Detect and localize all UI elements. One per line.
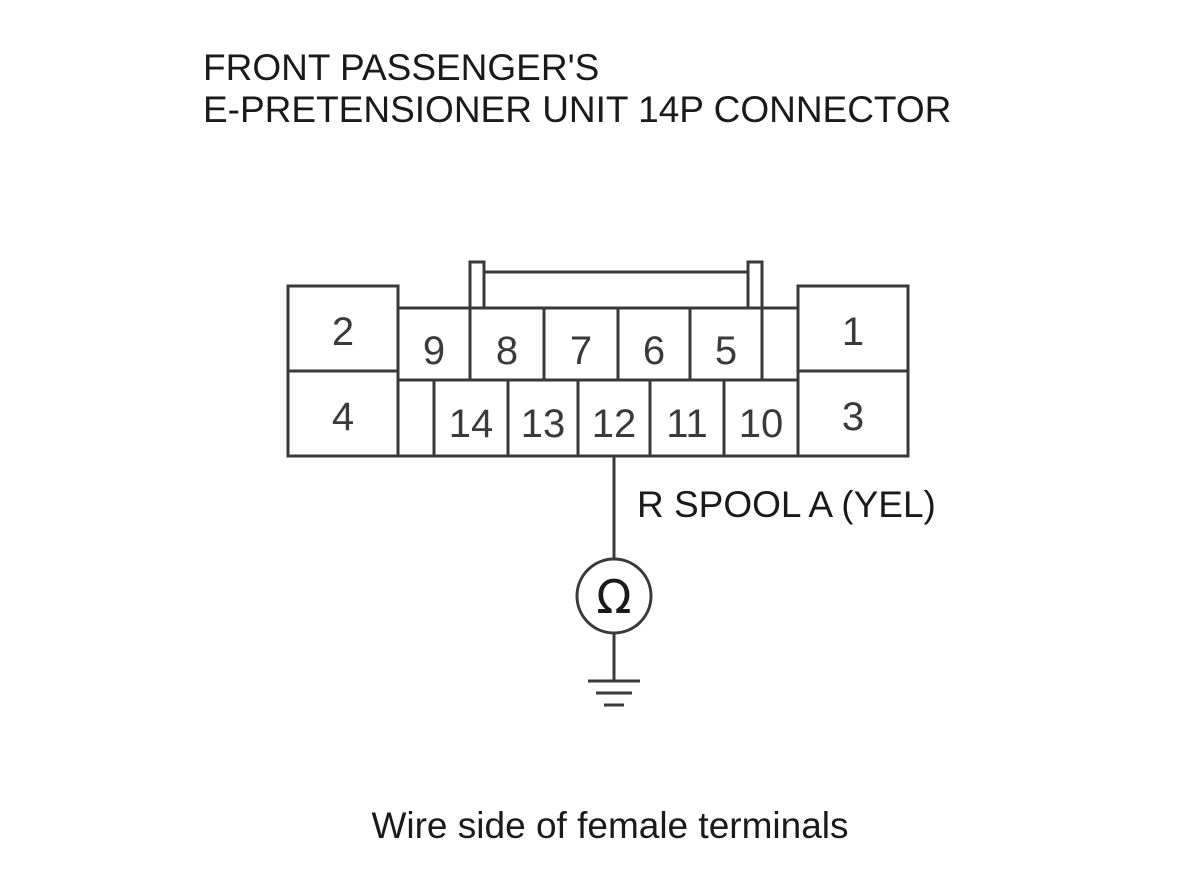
pin-11: 11: [666, 402, 708, 446]
pin-9: 9: [423, 329, 445, 373]
pin-6: 6: [643, 329, 665, 373]
title-line-1: FRONT PASSENGER'S: [203, 47, 599, 88]
wire-label: R SPOOL A (YEL): [637, 484, 936, 525]
pin-4: 4: [332, 395, 354, 439]
ground-icon: [588, 679, 640, 707]
pin-8: 8: [496, 329, 518, 373]
pin-7: 7: [570, 329, 592, 373]
caption: Wire side of female terminals: [371, 805, 848, 846]
pin-3: 3: [842, 395, 864, 439]
title-line-2: E-PRETENSIONER UNIT 14P CONNECTOR: [203, 89, 951, 130]
pin-14: 14: [449, 402, 494, 446]
connector-housing: [286, 260, 910, 458]
pin-2: 2: [332, 310, 354, 354]
pin-5: 5: [715, 329, 737, 373]
pin-12: 12: [592, 402, 637, 446]
pin-1: 1: [842, 310, 864, 354]
ohm-symbol: Ω: [596, 570, 631, 624]
ohmmeter-icon: Ω: [575, 557, 653, 635]
pin-labels: 2 4 1 3 9 8 7 6 5 14 13 12 11 10: [332, 310, 864, 446]
pin-13: 13: [521, 402, 566, 446]
pin-10: 10: [739, 402, 784, 446]
